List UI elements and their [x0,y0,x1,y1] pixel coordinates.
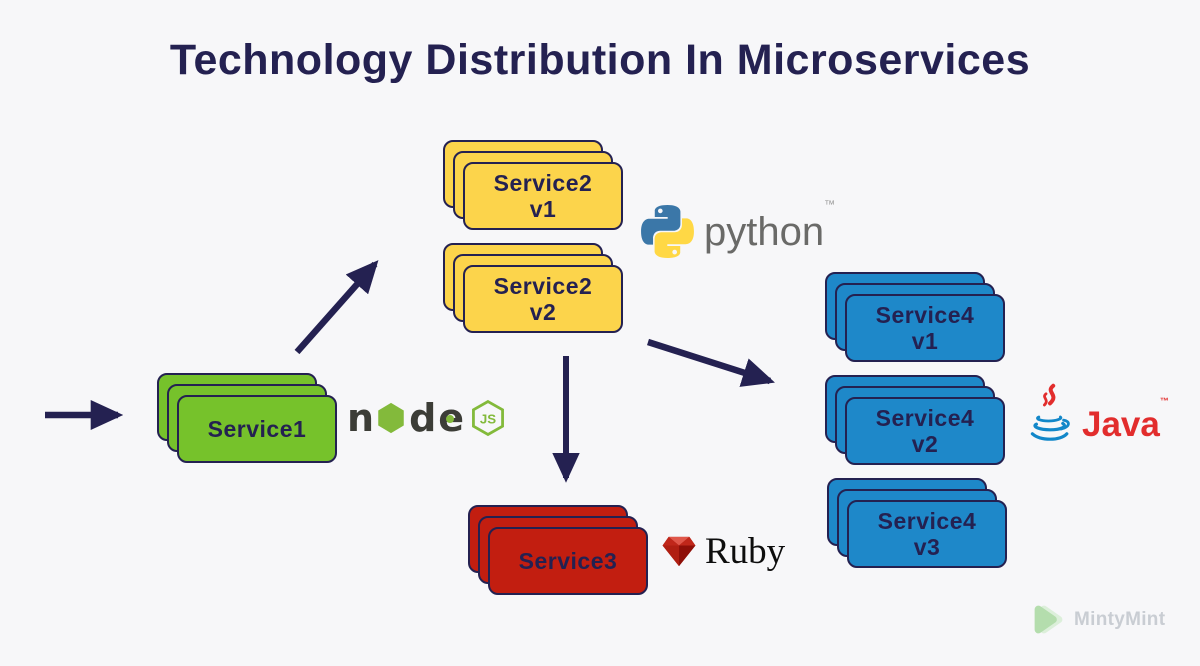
service4-v3-card: Service4 v3 [847,500,1007,568]
service-version: v1 [529,196,557,222]
nodejs-letter-e: e [438,396,464,440]
service2-v1-card: Service2 v1 [463,162,623,230]
service-version: v2 [529,299,557,325]
ruby-logo: Ruby [660,533,785,570]
service4-v1-stack: Service4 v1 [825,272,1009,366]
java-wordmark: Java™ [1082,395,1169,444]
service-name: Service1 [207,416,307,442]
nodejs-js-badge-text: JS [480,412,496,427]
nodejs-letter-d: d [409,396,436,440]
ruby-wordmark: Ruby [705,531,786,572]
python-wordmark: python™ [704,198,836,254]
service1-card: Service1 [177,395,337,463]
mintymint-watermark: MintyMint [1030,601,1165,638]
java-logo: Java™ [1026,378,1169,456]
service-version: v2 [911,431,939,457]
service4-v2-stack: Service4 v2 [825,375,1009,469]
service-version: v1 [911,328,939,354]
service1-stack: Service1 [157,373,341,467]
service-name: Service3 [518,548,618,574]
arrow-service1-to-service2 [294,260,379,355]
service4-v2-card: Service4 v2 [845,397,1005,465]
service3-card: Service3 [488,527,648,595]
nodejs-hexagon-icon [378,402,404,434]
service-name: Service4 [875,302,975,328]
service-version: v3 [913,534,941,560]
python-snakes-icon [641,205,694,258]
python-logo: python™ [641,198,836,258]
service-name: Service4 [875,405,975,431]
mintymint-play-icon [1034,605,1063,634]
nodejs-letter-n: n [347,396,374,440]
service2-v1-stack: Service2 v1 [443,140,627,234]
service2-v2-card: Service2 v2 [463,265,623,333]
python-tm: ™ [824,198,836,211]
diagram-title: Technology Distribution In Microservices [169,36,1031,84]
service4-v1-card: Service4 v1 [845,294,1005,362]
service3-stack: Service3 [468,505,652,599]
java-cup-icon [1030,383,1070,441]
ruby-gem-icon [662,536,696,567]
service4-v3-stack: Service4 v3 [827,478,1011,572]
mintymint-label: MintyMint [1074,608,1166,630]
arrow-service2-to-service4 [647,338,775,387]
nodejs-logo: n d e JS [347,399,506,437]
nodejs-js-badge-icon: JS [472,399,505,437]
service2-v2-stack: Service2 v2 [443,243,627,337]
service-name: Service4 [877,508,977,534]
service-name: Service2 [493,170,593,196]
service-name: Service2 [493,273,593,299]
java-tm: ™ [1159,395,1169,406]
